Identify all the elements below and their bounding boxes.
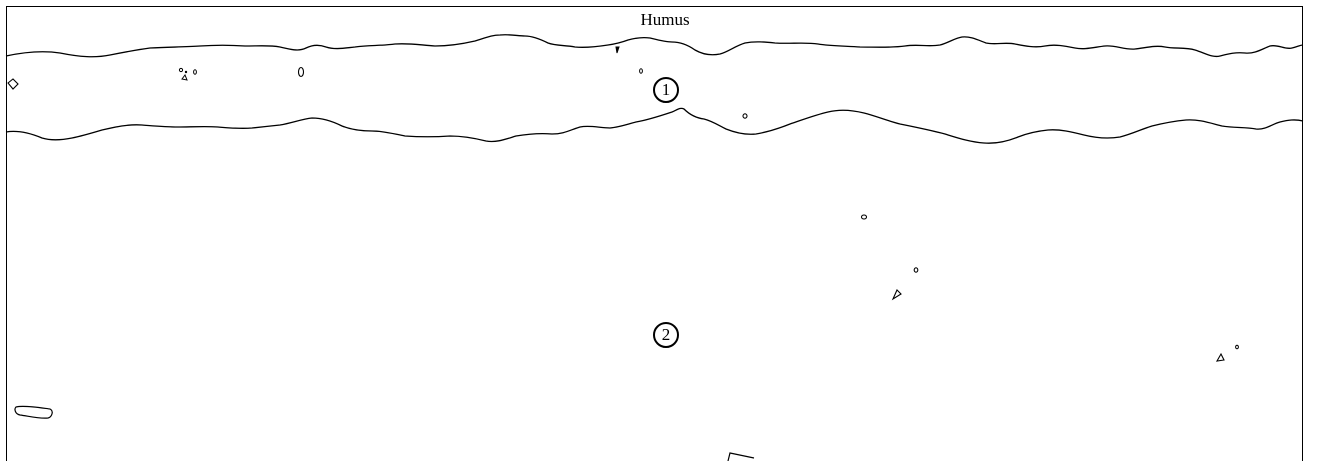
stone	[891, 289, 902, 301]
layer-1-marker: 1	[653, 77, 679, 103]
stone	[181, 73, 188, 81]
upper-boundary-line	[5, 34, 1304, 58]
stone	[297, 66, 305, 78]
stone	[184, 70, 188, 74]
stone	[639, 68, 643, 74]
stone	[615, 46, 620, 54]
stone	[1235, 344, 1239, 350]
stone	[7, 78, 19, 90]
stone	[1215, 352, 1225, 362]
horizon-title: Humus	[640, 10, 690, 29]
stone	[14, 405, 53, 419]
lower-boundary-line	[5, 107, 1304, 144]
stone	[178, 67, 184, 73]
stone	[742, 113, 748, 119]
layer-2-marker: 2	[653, 322, 679, 348]
stone	[913, 267, 919, 273]
stone	[860, 214, 868, 220]
profile-frame	[6, 6, 1303, 461]
stone	[727, 452, 755, 461]
stone	[193, 69, 197, 75]
